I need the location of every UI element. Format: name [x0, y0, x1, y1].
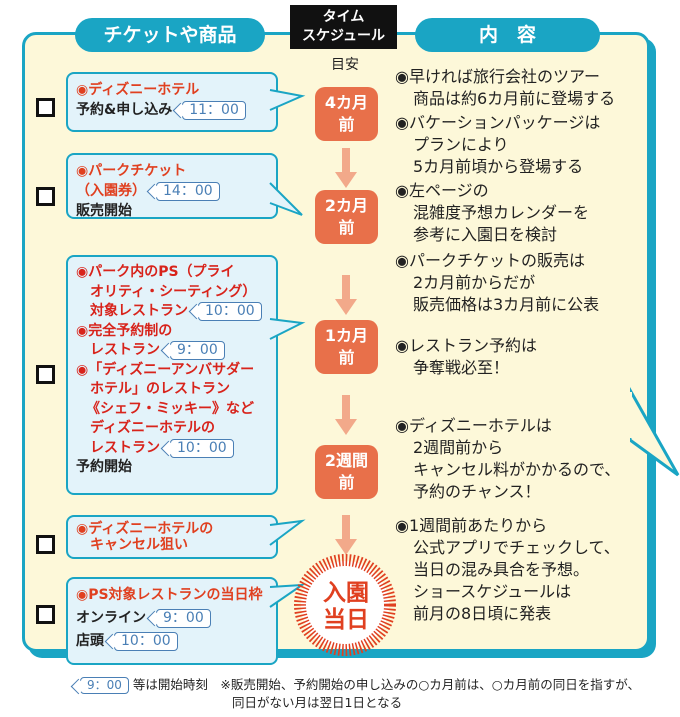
- header-content: 内 容: [415, 18, 600, 52]
- guide-label: 目安: [331, 57, 359, 73]
- note-line: ◉レストラン予約は: [395, 336, 537, 355]
- note-line: ◉バケーションパッケージは: [395, 113, 601, 132]
- note-line: 参考に入園日を検討: [413, 225, 558, 244]
- note: ◉バケーションパッケージはプランにより 5カ月前頃から登場する: [395, 112, 645, 178]
- note-line: ◉左ページの: [395, 181, 489, 200]
- time-tag: 14：00: [156, 182, 220, 201]
- item-title: ◉ディズニーホテルの: [76, 521, 214, 537]
- legend-text: 等は開始時刻: [132, 677, 208, 692]
- item-title: ◉「ディズニーアンバサダー: [76, 361, 255, 378]
- note-line: 混雑度予想カレンダーを: [413, 203, 590, 222]
- arrow-down-icon: [335, 395, 357, 435]
- note-line: 販売価格は3カ月前に公表: [413, 295, 600, 314]
- item-title: ホテル」のレストラン: [90, 381, 230, 397]
- note-line: ◉ディズニーホテルは: [395, 416, 552, 435]
- timeline-2months: 2カ月前: [315, 190, 378, 244]
- time-tag: 9：00: [170, 341, 225, 360]
- item-title: オリティ・シーティング）: [90, 283, 257, 300]
- timeline-label: 当日: [323, 607, 369, 633]
- note-line: 公式アプリでチェックして、: [413, 538, 620, 557]
- note-line: 予約のチャンス！: [413, 482, 541, 501]
- item-title: 対象レストラン: [90, 303, 188, 319]
- timeline-label: 前: [338, 218, 355, 237]
- arrow-down-icon: [335, 515, 357, 555]
- header-tickets: チケットや商品: [75, 18, 265, 52]
- header-ts-line1: タイム: [322, 9, 365, 25]
- item-title: 《シェフ・ミッキー》など: [86, 400, 254, 417]
- item-title: ◉パークチケット: [76, 163, 187, 179]
- checkbox[interactable]: [36, 365, 55, 384]
- item-title: ◉パーク内のPS（プライ: [76, 264, 235, 280]
- item-title-sub: （入園券）: [76, 183, 146, 199]
- item-title: ◉完全予約制の: [76, 322, 173, 339]
- note-line: 2週間前から: [413, 438, 504, 457]
- checkbox[interactable]: [36, 535, 55, 554]
- item-title: ディズニーホテルの: [90, 420, 216, 436]
- arrow-down-icon: [335, 275, 357, 315]
- timeline-2weeks: 2週間前: [315, 445, 378, 499]
- note: ◉左ページの混雑度予想カレンダーを参考に入園日を検討: [395, 180, 645, 246]
- timeline-4months: 4カ月前: [315, 87, 378, 141]
- note: ◉早ければ旅行会社のツアー商品は約6カ月前に登場する: [395, 66, 645, 110]
- note-line: ◉1週間前あたりから: [395, 516, 548, 535]
- time-tag: 10：00: [114, 632, 178, 651]
- arrow-down-icon: [335, 148, 357, 188]
- timeline-label: 前: [338, 473, 355, 492]
- item-park-ticket: ◉パークチケット （入園券） 14：00 販売開始: [66, 153, 303, 219]
- item-disney-hotel: ◉ディズニーホテル 予約&申し込み 11：00: [66, 72, 306, 132]
- timeline-label: 2カ月: [324, 196, 369, 215]
- item-title: キャンセル狙い: [90, 537, 188, 553]
- timeline-entry-day: 入園当日: [318, 580, 374, 634]
- timeline-label: 前: [338, 115, 355, 134]
- note: ◉ディズニーホテルは 2週間前からキャンセル料がかかるので、予約のチャンス！: [395, 415, 645, 503]
- item-title: レストラン: [90, 439, 160, 456]
- footnote-line: 同日がない月は翌日1日となる: [232, 695, 403, 710]
- time-tag: 11：00: [182, 101, 246, 120]
- note-line: 当日の混み具合を予想。: [413, 560, 590, 579]
- note-line: 2カ月前からだが: [413, 273, 536, 292]
- footer-note: 9：00 等は開始時刻 ※販売開始、予約開始の申し込みの○カ月前は、○カ月前の同…: [70, 676, 670, 712]
- timeline-label: 1カ月: [324, 326, 369, 345]
- item-text: オンライン: [76, 610, 146, 626]
- item-text: 販売開始: [76, 203, 132, 219]
- note-line: 前月の8日頃に発表: [413, 604, 552, 623]
- note-line: ◉パークチケットの販売は: [395, 251, 585, 270]
- note-line: ショースケジュールは: [413, 582, 572, 601]
- item-ps-sameday: ◉PS対象レストランの当日枠 オンライン 9：00 店頭 10：00: [66, 577, 306, 665]
- checkbox[interactable]: [36, 98, 55, 117]
- note-line: プランにより: [413, 135, 509, 154]
- note: ◉パークチケットの販売は 2カ月前からだが販売価格は3カ月前に公表: [395, 250, 645, 316]
- timeline-label: 2週間: [324, 451, 369, 470]
- note: ◉1週間前あたりから公式アプリでチェックして、当日の混み具合を予想。ショースケジ…: [395, 515, 645, 625]
- item-title: レストラン: [90, 342, 160, 358]
- note-line: 5カ月前頃から登場する: [413, 157, 584, 176]
- entry-day-starburst: [294, 554, 396, 656]
- checkbox[interactable]: [36, 605, 55, 624]
- timeline-label: 入園: [323, 580, 369, 606]
- item-title: ◉ディズニーホテル: [76, 82, 200, 98]
- header-ts-line2: スケジュール: [301, 28, 386, 44]
- item-text: 店頭: [76, 633, 104, 649]
- sample-time-tag: 9：00: [80, 677, 129, 694]
- panel-speech-tail: [630, 386, 680, 477]
- footnote-line: ※販売開始、予約開始の申し込みの○カ月前は、○カ月前の同日を指すが、: [220, 677, 640, 692]
- item-hotel-cancel: ◉ディズニーホテルの キャンセル狙い: [66, 515, 306, 559]
- item-text: 予約開始: [76, 459, 132, 475]
- time-tag: 10：00: [170, 438, 234, 458]
- note: ◉レストラン予約は争奪戦必至！: [395, 335, 645, 379]
- item-restaurants: ◉パーク内のPS（プライ オリティ・シーティング） 対象レストラン 10：00 ◉…: [66, 255, 306, 495]
- timeline-label: 4カ月: [324, 93, 369, 112]
- note-line: 争奪戦必至！: [413, 358, 510, 377]
- item-text: 予約&申し込み: [76, 102, 173, 118]
- item-title: ◉PS対象レストランの当日枠: [76, 587, 263, 603]
- header-timeschedule: タイムスケジュール: [290, 5, 397, 49]
- note-line: ◉早ければ旅行会社のツアー: [395, 67, 601, 86]
- note-line: キャンセル料がかかるので、: [413, 460, 621, 479]
- timeline-1month: 1カ月前: [315, 320, 378, 374]
- time-tag: 10：00: [198, 302, 262, 321]
- note-line: 商品は約6カ月前に登場する: [413, 89, 616, 108]
- checkbox[interactable]: [36, 187, 55, 206]
- time-tag: 9：00: [156, 609, 211, 628]
- timeline-label: 前: [338, 348, 355, 367]
